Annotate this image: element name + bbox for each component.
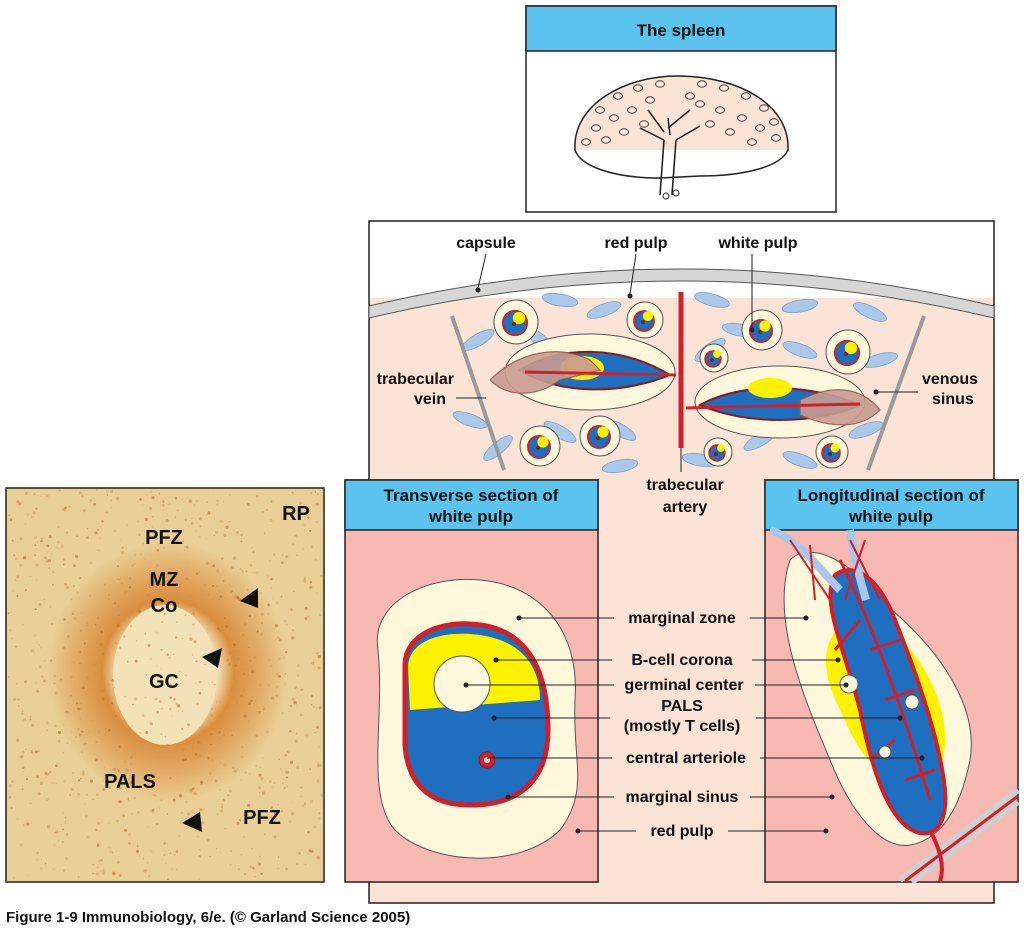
- longitudinal-panel-title-line1: Longitudinal section of: [798, 486, 985, 505]
- capsule: [368, 268, 995, 319]
- longitudinal-trabecular-artery: [898, 787, 1020, 885]
- red-pulp-label: red pulp: [604, 235, 667, 252]
- label-red-pulp: red pulp: [650, 823, 713, 840]
- micrograph-texture: [7, 488, 324, 881]
- right-trabecula: [866, 315, 926, 471]
- micrograph-gc-label: GC: [149, 671, 179, 693]
- transverse-panel-header: [344, 479, 599, 531]
- arrowhead-marker-3: [182, 812, 202, 832]
- white-pulp-follicle: [703, 437, 733, 467]
- spleen-follicle-dot: [737, 114, 747, 122]
- white-pulp-follicle: [825, 329, 871, 375]
- spleen-follicle-dot: [655, 80, 665, 88]
- spleen-follicle-dot: [705, 120, 715, 128]
- micrograph-pfz-bottom-label: PFZ: [243, 807, 281, 829]
- venous-sinus-shape: [586, 301, 622, 319]
- label-pals-line2: (mostly T cells): [624, 718, 740, 735]
- longitudinal-feeding-vessels: [768, 526, 870, 602]
- label-marginal-zone: marginal zone: [628, 610, 736, 627]
- transverse-section-panel: Transverse section of white pulp: [344, 479, 599, 883]
- spleen-follicle-dot: [741, 92, 751, 100]
- trabecular-vein-label-line1: trabecular: [377, 371, 454, 388]
- transverse-panel-title-line1: Transverse section of: [384, 486, 559, 505]
- spleen-follicle-dot: [595, 106, 605, 114]
- arrowhead-marker-2: [202, 648, 222, 668]
- venous-sinus-shape: [452, 411, 488, 429]
- spleen-follicle-dot: [755, 124, 765, 132]
- spleen-follicle-dot: [725, 128, 735, 136]
- white-pulp-label: white pulp: [717, 235, 797, 252]
- spleen-panel: The spleen: [525, 5, 837, 213]
- label-b-cell-corona: B-cell corona: [631, 652, 732, 669]
- spleen-follicle-dot: [685, 92, 695, 100]
- venous-sinus-shape: [782, 341, 818, 359]
- spleen-follicle-dot: [627, 106, 637, 114]
- venous-sinus-shape: [781, 298, 819, 314]
- white-pulp-follicles: [493, 299, 871, 469]
- longitudinal-panel-title-line2: white pulp: [848, 507, 933, 526]
- longitudinal-section-panel: Longitudinal section of white pulp: [764, 479, 1020, 885]
- spleen-follicle-dot: [601, 136, 611, 144]
- white-pulp-follicle: [519, 425, 561, 467]
- white-pulp-follicle: [815, 435, 849, 469]
- spleen-follicle-dot: [581, 138, 591, 146]
- micrograph-mz-label: MZ: [150, 569, 179, 591]
- figure-caption: Figure 1-9 Immunobiology, 6/e. (© Garlan…: [6, 909, 410, 926]
- spleen-illustration: [574, 75, 789, 200]
- spleen-follicle-dot: [697, 80, 707, 88]
- spleen-follicle-dot: [645, 96, 655, 104]
- micrograph-pals-label: PALS: [104, 771, 156, 793]
- venous-sinus-shape: [782, 451, 818, 469]
- venous-sinus-label-line1: venous: [922, 371, 978, 388]
- spleen-follicle-dot: [695, 100, 705, 108]
- transverse-panel-title-line2: white pulp: [428, 507, 513, 526]
- longitudinal-panel-header: [764, 479, 1019, 531]
- venous-sinus-shape: [853, 302, 887, 322]
- white-pulp-follicle: [699, 343, 729, 373]
- arrowhead-marker-1: [240, 588, 258, 608]
- spleen-follicle-dot: [715, 106, 725, 114]
- white-pulp-follicle: [741, 309, 783, 351]
- spleen-follicle-dot: [771, 134, 781, 142]
- white-pulp-follicle: [493, 299, 539, 345]
- venous-sinus-label-line2: sinus: [932, 391, 974, 408]
- left-trabecula: [450, 315, 506, 471]
- histology-micrograph: RP PFZ MZ Co GC PALS PFZ: [5, 487, 325, 883]
- spleen-follicle-dot: [769, 118, 779, 126]
- white-pulp-longitudinal-left: [489, 333, 677, 411]
- spleen-panel-title: The spleen: [637, 21, 726, 40]
- center-labels: marginal zone B-cell corona germinal cen…: [463, 610, 925, 840]
- venous-sinus-shape: [541, 292, 579, 308]
- venous-sinus-shape: [601, 458, 639, 474]
- spleen-follicle-dot: [759, 104, 769, 112]
- trabecular-artery-label-line1: trabecular: [646, 477, 723, 494]
- label-marginal-sinus: marginal sinus: [626, 789, 739, 806]
- spleen-follicle-dot: [609, 114, 619, 122]
- label-central-arteriole: central arteriole: [626, 750, 746, 767]
- white-pulp-longitudinal-right: [685, 365, 881, 439]
- trabecular-vein-label-line2: vein: [414, 391, 446, 408]
- spleen-follicles: [581, 80, 781, 146]
- label-pals-line1: PALS: [661, 698, 703, 715]
- spleen-follicle-dot: [719, 84, 729, 92]
- transverse-germinal-center: [433, 655, 491, 713]
- venous-sinus-shape: [694, 292, 730, 308]
- spleen-follicle-dot: [633, 84, 643, 92]
- spleen-follicle-dot: [591, 124, 601, 132]
- trabecular-artery-label-line2: artery: [663, 499, 708, 516]
- capsule-label: capsule: [456, 235, 516, 252]
- spleen-follicle-dot: [639, 120, 649, 128]
- white-pulp-follicle: [579, 415, 621, 457]
- white-pulp-follicle: [626, 301, 664, 339]
- spleen-follicle-dot: [747, 138, 757, 146]
- micrograph-rp-label: RP: [282, 503, 310, 525]
- spleen-panel-header: [525, 5, 837, 52]
- label-germinal-center: germinal center: [624, 677, 743, 694]
- micrograph-pfz-top-label: PFZ: [145, 527, 183, 549]
- spleen-follicle-dot: [619, 128, 629, 136]
- spleen-follicle-dot: [613, 92, 623, 100]
- micrograph-co-label: Co: [151, 595, 178, 617]
